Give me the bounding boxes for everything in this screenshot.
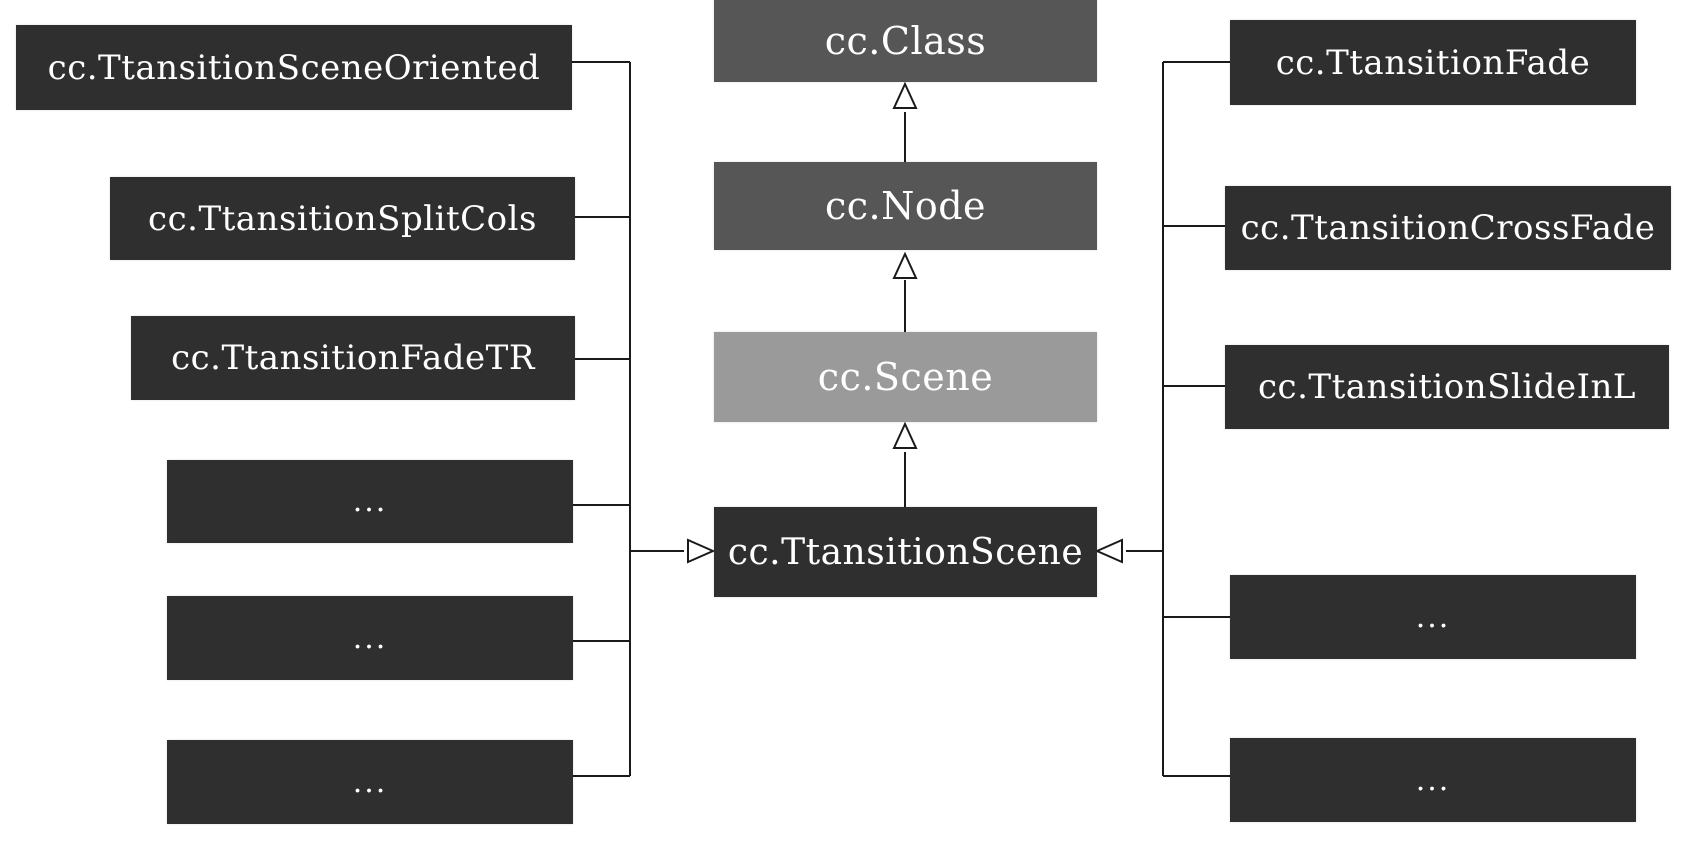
subclass-box-right-1: cc.TtansitionFade	[1230, 20, 1636, 105]
subclass-label: cc.TtansitionFadeTR	[171, 338, 535, 378]
subclass-box-right-4: ...	[1230, 575, 1636, 659]
subclass-label: cc.TtansitionCrossFade	[1240, 208, 1656, 248]
subclass-label: ...	[352, 764, 388, 800]
class-box-cc-scene: cc.Scene	[714, 332, 1097, 422]
node-to-class-arrowhead	[892, 81, 918, 109]
subclass-label: ...	[352, 484, 388, 519]
subclass-box-right-3: cc.TtansitionSlideInL	[1225, 345, 1669, 429]
class-box-cc-class: cc.Class	[714, 0, 1097, 82]
subclass-box-left-6: ...	[167, 740, 573, 824]
subclass-label: ...	[1415, 599, 1451, 635]
subclass-box-left-3: cc.TtansitionFadeTR	[131, 316, 575, 400]
subclass-box-right-2: cc.TtansitionCrossFade	[1225, 186, 1671, 270]
subclass-box-right-5: ...	[1230, 738, 1636, 822]
class-box-cc-transition-scene: cc.TtansitionScene	[714, 507, 1097, 597]
class-box-label: cc.Node	[824, 184, 987, 228]
subclass-label: ...	[1415, 762, 1451, 798]
scene-to-node-arrowhead	[892, 251, 918, 279]
class-box-label: cc.TtansitionScene	[727, 531, 1084, 573]
subclass-label: cc.TtansitionSplitCols	[148, 198, 537, 239]
class-box-cc-node: cc.Node	[714, 162, 1097, 250]
class-box-label: cc.Scene	[817, 355, 994, 399]
subclass-label: cc.TtansitionSlideInL	[1258, 367, 1636, 407]
subclass-label: cc.TtansitionSceneOriented	[47, 47, 541, 88]
transition-to-scene-arrowhead	[892, 421, 918, 449]
left-to-transition-arrowhead	[687, 538, 716, 564]
subclass-label: cc.TtansitionFade	[1275, 42, 1591, 83]
subclass-box-left-5: ...	[167, 596, 573, 680]
subclass-box-left-2: cc.TtansitionSplitCols	[110, 177, 575, 260]
class-box-label: cc.Class	[824, 19, 987, 63]
right-to-transition-arrowhead	[1094, 538, 1123, 564]
subclass-box-left-4: ...	[167, 460, 573, 543]
subclass-box-left-1: cc.TtansitionSceneOriented	[16, 25, 572, 110]
subclass-label: ...	[352, 620, 388, 656]
